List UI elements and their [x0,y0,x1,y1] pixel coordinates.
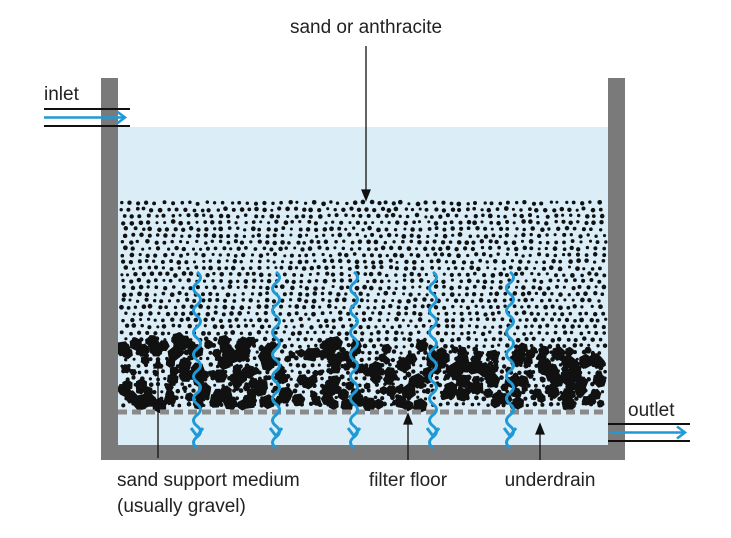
tank-bottom [101,445,625,460]
tank-right-wall [608,78,625,460]
label-underdrain: underdrain [505,470,596,491]
label-sand-or-anthracite: sand or anthracite [290,17,442,38]
gravel-support-layer [114,332,607,414]
wavy-down-arrow-icon [189,270,205,450]
label-usually-gravel: (usually gravel) [117,496,246,517]
label-filter-floor: filter floor [369,470,448,491]
wavy-down-arrow-icon [502,270,518,450]
tank-left-wall [101,78,118,460]
wavy-down-arrow-icon [268,270,284,450]
downward-flow-arrows [189,270,518,450]
wavy-down-arrow-icon [346,270,362,450]
label-inlet: inlet [44,84,80,105]
label-sand-support-medium: sand support medium [117,470,300,491]
leader-lines [153,46,545,460]
label-outlet: outlet [628,400,675,421]
inlet-pipe [44,108,130,127]
right-arrow-icon [610,425,688,440]
wavy-down-arrow-icon [425,270,441,450]
right-arrow-icon [44,110,128,125]
outlet-pipe [608,423,690,442]
